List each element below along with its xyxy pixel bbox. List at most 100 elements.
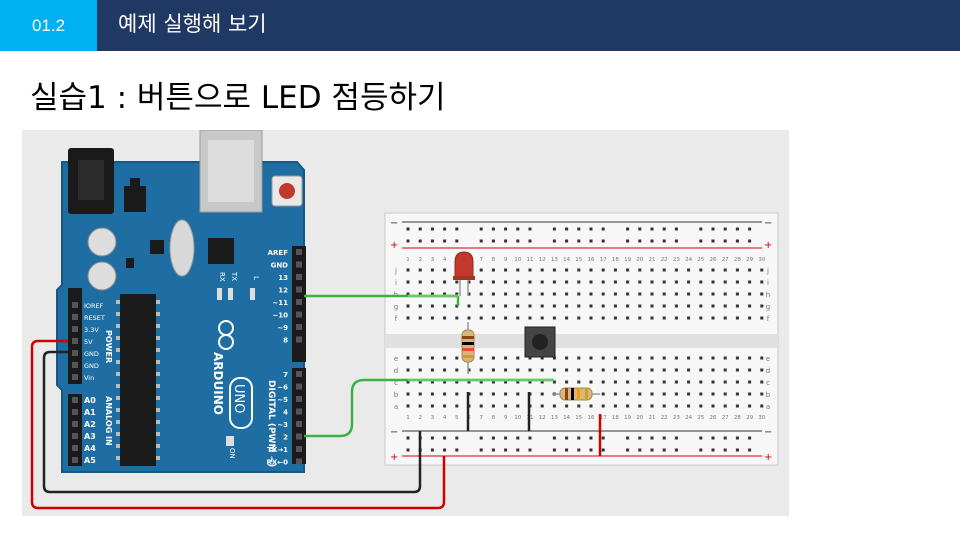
digital-pin-label: AREF: [268, 249, 289, 257]
row-letter: c: [766, 379, 770, 387]
tx-led-label: TX: [230, 271, 238, 281]
arduino-model-label: UNO: [231, 384, 246, 413]
power-pin-label: GND: [84, 350, 99, 358]
on-label: ON: [228, 448, 236, 459]
red-led: [453, 251, 475, 296]
resistor-button: [552, 387, 600, 401]
column-number: 18: [612, 415, 619, 421]
row-letter: i: [395, 279, 397, 287]
capacitor: [87, 261, 117, 291]
column-number: 16: [588, 257, 595, 263]
column-number: 24: [685, 415, 692, 421]
rail-plus-label: +: [390, 240, 398, 251]
digital-pin-label: ~5: [277, 396, 288, 404]
column-number: 13: [551, 415, 558, 421]
column-number: 8: [492, 257, 496, 263]
column-number: 11: [527, 257, 534, 263]
row-letter: e: [394, 355, 398, 363]
digital-pin-label: 12: [278, 287, 288, 295]
row-letter: c: [394, 379, 398, 387]
capacitor: [87, 227, 117, 257]
wire-5v: [30, 339, 446, 510]
column-number: 3: [431, 257, 435, 263]
circuit-diagram: ARDUINO UNO DIGITAL (PWM ~) ANALOG IN PO…: [30, 130, 779, 510]
row-letter: i: [767, 279, 769, 287]
column-number: 7: [479, 257, 483, 263]
header-title: 예제 실행해 보기: [118, 12, 267, 36]
column-number: 9: [504, 257, 508, 263]
column-number: 21: [649, 257, 656, 263]
resistor-led: [461, 322, 475, 374]
column-number: 19: [624, 257, 631, 263]
row-letter: f: [767, 315, 770, 323]
rail-minus-label: −: [390, 427, 398, 438]
row-letter: a: [766, 403, 770, 411]
column-number: 17: [600, 415, 607, 421]
column-number: 15: [575, 257, 582, 263]
column-number: 5: [455, 415, 459, 421]
power-pin-label: GND: [84, 362, 99, 370]
digital-pin-label: ~11: [272, 299, 288, 307]
digital-pin-label: 4: [283, 409, 288, 417]
wire-gnd: [42, 350, 422, 494]
column-number: 27: [722, 257, 729, 263]
column-number: 12: [539, 257, 546, 263]
row-letter: d: [394, 367, 398, 375]
header-bar: 01.2 예제 실행해 보기: [0, 0, 960, 51]
column-number: 29: [746, 415, 753, 421]
power-label: POWER: [104, 330, 113, 363]
rail-plus-label: +: [764, 452, 772, 463]
column-number: 4: [443, 257, 447, 263]
rail-plus-label: +: [390, 452, 398, 463]
digital-pin-label: ~9: [277, 324, 288, 332]
column-number: 3: [431, 415, 435, 421]
column-number: 13: [551, 257, 558, 263]
column-number: 28: [734, 415, 741, 421]
power-pin-label: 3.3V: [84, 326, 99, 334]
column-number: 19: [624, 415, 631, 421]
section-badge: 01.2: [0, 0, 97, 51]
rail-minus-label: −: [390, 218, 398, 229]
column-number: 1: [406, 257, 410, 263]
power-header: [68, 288, 82, 384]
digital-pin-label: 2: [283, 434, 288, 442]
digital-pin-label: GND: [271, 262, 289, 270]
column-number: 29: [746, 257, 753, 263]
column-number: 20: [636, 415, 643, 421]
row-letter: b: [766, 391, 771, 399]
column-number: 2: [418, 257, 422, 263]
column-number: 24: [685, 257, 692, 263]
column-number: 25: [697, 415, 704, 421]
row-letter: e: [766, 355, 770, 363]
column-number: 4: [443, 415, 447, 421]
column-number: 10: [514, 415, 521, 421]
digital-pin-label: RX←0: [266, 459, 288, 467]
rail-minus-label: −: [764, 218, 772, 229]
column-number: 30: [758, 257, 765, 263]
column-number: 27: [722, 415, 729, 421]
column-number: 26: [710, 257, 717, 263]
power-pin-label: RESET: [84, 314, 105, 322]
column-number: 26: [710, 415, 717, 421]
row-letter: j: [394, 267, 397, 275]
wires: [30, 294, 602, 510]
row-letter: b: [394, 391, 399, 399]
column-number: 2: [418, 415, 422, 421]
analog-pin-label: A5: [84, 456, 96, 465]
column-number: 14: [563, 257, 570, 263]
digital-pin-label: ~6: [277, 384, 288, 392]
row-letter: d: [766, 367, 770, 375]
crystal: [169, 219, 195, 277]
digital-pin-label: ~3: [277, 421, 288, 429]
column-number: 15: [575, 415, 582, 421]
digital-pin-label: 13: [278, 274, 288, 282]
push-button: [524, 326, 556, 358]
column-number: 23: [673, 257, 680, 263]
analog-header: [68, 394, 82, 466]
digital-pin-label: 7: [283, 371, 288, 379]
power-pin-label: IOREF: [84, 302, 104, 310]
analog-pin-label: A1: [84, 408, 96, 417]
column-number: 10: [514, 257, 521, 263]
power-pin-label: Vin: [84, 374, 94, 382]
